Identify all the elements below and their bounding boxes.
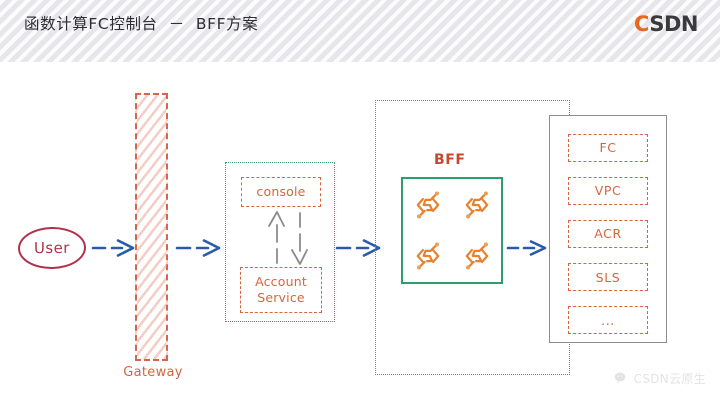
diagram-canvas: User Gateway console xyxy=(0,62,720,403)
service-chip-label: VPC xyxy=(594,183,622,199)
page-header: 函数计算FC控制台 － BFF方案 CSDN xyxy=(0,0,720,62)
bff-label: BFF xyxy=(434,152,466,168)
service-chip-acr: ACR xyxy=(568,219,648,248)
console-box-label: console xyxy=(256,184,306,200)
fc-function-icon xyxy=(465,242,488,270)
arrow-user-to-gateway xyxy=(91,238,136,258)
service-panel: FC VPC ACR SLS ... xyxy=(549,115,667,343)
bff-box xyxy=(401,177,503,284)
user-node-label: User xyxy=(34,238,70,258)
console-box: console xyxy=(241,177,321,207)
fc-function-icon xyxy=(416,242,439,270)
csdn-logo: CSDN xyxy=(634,14,698,35)
watermark-text: CSDN云原生 xyxy=(633,372,706,386)
csdn-logo-rest-letters: SDN xyxy=(649,12,698,36)
fc-function-icon xyxy=(465,191,488,219)
gateway-bar xyxy=(135,93,168,361)
csdn-logo-accent-letter: C xyxy=(634,12,650,36)
console-group-container: console Account Service xyxy=(225,162,335,322)
service-chip-fc: FC xyxy=(568,133,648,162)
service-chip-label: ... xyxy=(601,312,615,328)
arrow-gateway-to-console xyxy=(175,238,222,258)
user-node: User xyxy=(17,226,87,270)
account-service-box-label: Account Service xyxy=(255,274,307,305)
service-chip-vpc: VPC xyxy=(568,176,648,205)
arrow-console-to-bff xyxy=(335,238,382,258)
service-chip-label: ACR xyxy=(594,226,622,242)
service-chip-label: FC xyxy=(599,140,617,156)
wechat-icon xyxy=(614,372,626,384)
watermark: CSDN云原生 xyxy=(614,370,706,387)
fc-icon-grid xyxy=(403,179,501,282)
fc-function-icon xyxy=(416,191,439,219)
gateway-label: Gateway xyxy=(123,365,183,380)
account-service-box: Account Service xyxy=(240,267,322,313)
service-chip-label: SLS xyxy=(595,269,621,285)
page-title: 函数计算FC控制台 － BFF方案 xyxy=(24,15,259,33)
console-account-link-arrows xyxy=(260,209,316,267)
service-chip-sls: SLS xyxy=(568,263,648,292)
arrow-bff-to-services xyxy=(506,238,549,258)
service-chip-more: ... xyxy=(568,306,648,335)
